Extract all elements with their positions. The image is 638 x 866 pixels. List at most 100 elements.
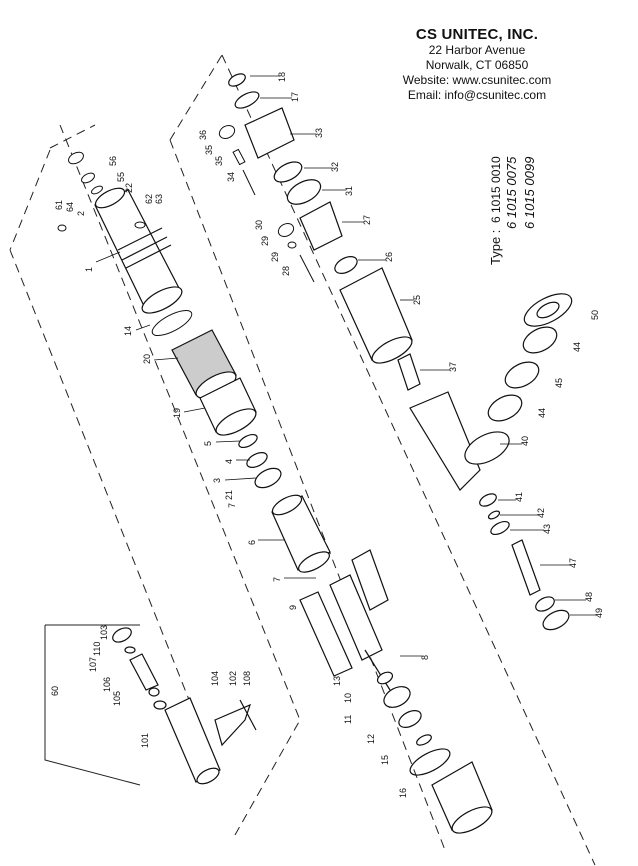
label-part-35a: 35	[204, 145, 214, 155]
label-part-19: 19	[172, 408, 182, 418]
label-part-21: 21	[224, 490, 234, 500]
label-part-55: 55	[116, 172, 126, 182]
label-part-56: 56	[108, 156, 118, 166]
label-part-18: 18	[277, 72, 287, 82]
label-part-104: 104	[210, 671, 220, 686]
label-part-26: 26	[384, 252, 394, 262]
label-part-11: 11	[343, 715, 353, 724]
label-part-7b: 7	[272, 577, 282, 582]
label-part-47: 47	[568, 558, 578, 568]
label-part-110: 110	[92, 642, 102, 656]
label-part-14: 14	[123, 326, 133, 336]
label-part-30: 30	[254, 220, 264, 230]
spindle-part	[397, 353, 421, 391]
angle-head-housing	[409, 391, 510, 491]
label-part-29b: 29	[270, 252, 280, 262]
company-email: Email: info@csunitec.com	[407, 88, 547, 102]
type-number-1: 6 1015 0010	[489, 156, 503, 223]
label-part-108: 108	[242, 671, 252, 686]
end-plate-parts	[376, 671, 432, 746]
label-part-42: 42	[536, 508, 546, 518]
label-part-20: 20	[142, 354, 152, 364]
label-part-44a: 44	[572, 342, 582, 352]
throttle-valve-group	[112, 627, 257, 785]
label-part-33: 33	[314, 128, 324, 138]
label-part-50: 50	[590, 310, 600, 320]
label-part-16: 16	[398, 788, 408, 798]
small-parts-top-left	[57, 151, 146, 232]
motor-housing-part	[94, 187, 183, 314]
label-part-63: 63	[154, 194, 164, 204]
label-part-15: 15	[380, 755, 390, 765]
label-part-27: 27	[362, 215, 372, 225]
label-part-17: 17	[290, 92, 300, 102]
rotor-cylinder-part	[271, 494, 331, 573]
label-part-7a: 7	[227, 503, 237, 508]
company-address-city: Norwalk, CT 06850	[425, 58, 529, 72]
label-part-5: 5	[203, 441, 213, 446]
label-part-62: 62	[144, 194, 154, 204]
label-part-44b: 44	[537, 408, 547, 418]
label-part-48: 48	[584, 592, 594, 602]
label-part-9: 9	[288, 605, 298, 610]
stack-rings-5-4-3	[238, 433, 282, 489]
company-address-street: 22 Harbor Avenue	[428, 43, 526, 57]
company-header: CS UNITEC, INC. 22 Harbor Avenue Norwalk…	[392, 26, 562, 103]
label-part-41: 41	[514, 492, 524, 502]
type-label: Type :	[488, 230, 503, 265]
label-part-101: 101	[140, 733, 150, 748]
label-part-106: 106	[102, 677, 112, 692]
part-number-labels: 1 2 3 4 5 6 7 7 8 9 10 11 12 13 14 15 16…	[50, 72, 604, 798]
label-part-13: 13	[332, 676, 342, 686]
end-nut-parts	[409, 748, 493, 834]
label-part-6: 6	[247, 540, 257, 545]
label-part-60: 60	[50, 686, 60, 696]
right-boundary-line	[169, 54, 596, 866]
label-part-3: 3	[212, 478, 222, 483]
rotor-and-vanes	[299, 549, 391, 691]
label-part-2: 2	[76, 211, 86, 216]
label-part-36: 36	[198, 130, 208, 140]
label-part-103: 103	[99, 625, 109, 640]
bearing-parts	[487, 293, 573, 422]
label-part-61: 61	[54, 200, 64, 210]
small-pins	[218, 125, 315, 283]
label-part-45: 45	[554, 378, 564, 388]
type-numbers-block: Type : 6 1015 0010 6 1015 0075 6 1015 00…	[488, 156, 537, 265]
label-part-10: 10	[343, 693, 353, 703]
left-boundary-line	[9, 124, 301, 836]
label-part-107: 107	[88, 657, 98, 672]
company-name: CS UNITEC, INC.	[415, 26, 539, 43]
type-number-2: 6 1015 0075	[504, 156, 519, 229]
label-part-32: 32	[330, 162, 340, 172]
label-part-31: 31	[344, 186, 354, 196]
leader-lines	[95, 75, 596, 657]
label-part-34: 34	[226, 172, 236, 182]
label-part-40: 40	[520, 436, 530, 446]
label-part-102: 102	[228, 671, 238, 686]
group-60-bracket	[44, 624, 141, 786]
label-part-25: 25	[412, 295, 422, 305]
cylinder-liner-part	[171, 329, 237, 399]
type-number-3: 6 1015 0099	[522, 157, 537, 229]
label-part-12: 12	[366, 734, 376, 744]
dashed-boundaries	[9, 54, 596, 866]
label-part-1: 1	[84, 267, 94, 272]
label-part-8: 8	[420, 655, 430, 660]
sleeve-part	[199, 377, 257, 436]
label-part-43: 43	[542, 524, 552, 534]
label-part-64: 64	[65, 202, 75, 212]
label-part-35b: 35	[214, 156, 224, 166]
company-website: Website: www.csunitec.com	[402, 73, 552, 87]
label-part-4: 4	[224, 459, 234, 464]
label-part-49: 49	[594, 608, 604, 618]
gear-train-parts	[228, 73, 413, 364]
label-part-37: 37	[448, 362, 458, 372]
label-part-29a: 29	[260, 236, 270, 246]
output-shaft-parts	[479, 493, 570, 631]
ring-part	[151, 309, 193, 337]
label-part-28: 28	[281, 266, 291, 276]
label-part-105: 105	[112, 691, 122, 706]
label-part-22: 22	[124, 183, 134, 193]
